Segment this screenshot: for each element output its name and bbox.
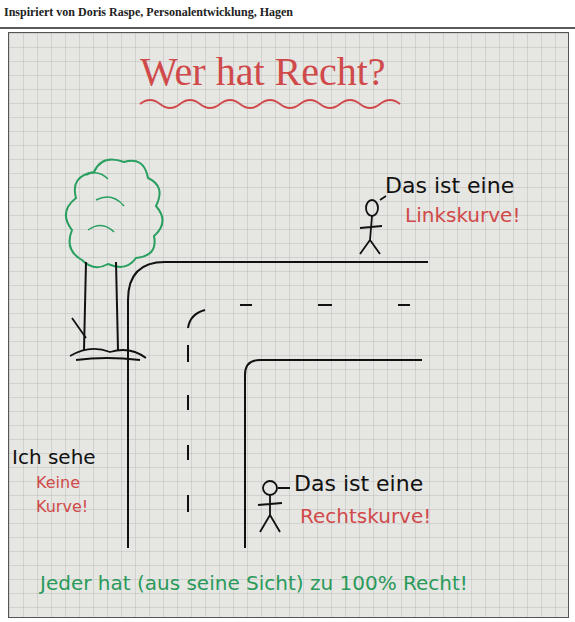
wavy-underline xyxy=(140,100,400,108)
tree-canopy xyxy=(66,160,163,268)
speech-text: Rechtskurve! xyxy=(300,505,431,527)
speech-text: Das ist eine xyxy=(294,472,423,496)
title: Wer hat Recht? xyxy=(140,50,386,94)
tree-roots xyxy=(70,318,146,360)
center-line xyxy=(188,310,205,328)
tree-leaves xyxy=(86,173,124,232)
stick-figure xyxy=(360,196,386,254)
conclusion-text: Jeder hat (aus seine Sicht) zu 100% Rech… xyxy=(40,572,468,594)
stick-figure xyxy=(258,481,290,532)
tree-trunk xyxy=(84,262,118,350)
speech-text: Kurve! xyxy=(36,498,88,516)
speech-text: Ich sehe xyxy=(12,446,96,468)
credit-line: Inspiriert von Doris Raspe, Personalentw… xyxy=(4,6,293,19)
grid-paper xyxy=(8,32,569,618)
header-rule xyxy=(0,27,575,29)
speech-text: Keine xyxy=(36,474,80,492)
speech-text: Das ist eine xyxy=(385,174,514,198)
speech-text: Linkskurve! xyxy=(405,204,520,226)
